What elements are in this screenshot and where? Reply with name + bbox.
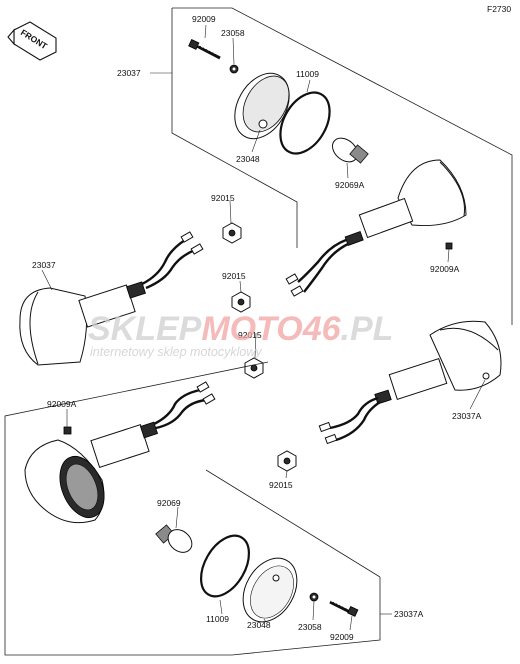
label-23037-left: 23037 [32,260,56,270]
label-92009a-right: 92009A [430,264,460,274]
part-labels: 92009 23058 23037 11009 23048 92069A 920… [32,14,482,642]
label-23058-bot: 23058 [298,622,322,632]
label-11009-bot: 11009 [206,614,229,624]
front-arrow-icon: FRONT [7,21,57,61]
label-92015-a: 92015 [211,193,235,203]
screw-bottom [329,600,359,617]
bulb-top [331,137,369,164]
label-11009-top: 11009 [296,69,319,79]
watermark-part1: SKLEP [88,310,202,348]
leader-lines [41,24,486,631]
right-lower-turn-signal [318,320,502,445]
bulb-bottom [155,524,193,553]
screw-92009a-left [63,426,72,435]
lens-top [234,72,290,140]
gasket-bottom [199,534,251,598]
nut-92015-c [244,357,264,379]
screw-92009a-right [445,242,453,250]
screw-top [188,39,221,60]
nut-92015-a [222,222,242,244]
watermark-part3: .PL [341,310,394,348]
svg-text:SKLEPMOTO46.PL: SKLEPMOTO46.PL [88,310,393,348]
label-92069: 92069 [157,498,181,508]
figure-code: F2730 [487,4,511,14]
nut-92015-d [277,450,297,472]
label-23037a-right: 23037A [452,411,482,421]
watermark: SKLEPMOTO46.PL internetowy sklep motocyk… [88,310,393,359]
label-92015-c: 92015 [238,330,262,340]
lens-bottom [242,557,298,623]
label-23058-top: 23058 [221,28,245,38]
gasket-top [279,91,331,155]
label-92015-d: 92015 [269,480,293,490]
label-92009a-left: 92009A [47,399,77,409]
label-92009-top: 92009 [192,14,216,24]
label-23037-top: 23037 [117,68,141,78]
watermark-tagline: internetowy sklep motocyklowy [90,345,262,359]
right-upper-turn-signal [285,159,467,297]
bottom-assembly-outline [4,361,381,656]
label-23037a-bot: 23037A [394,609,424,619]
nut-92015-b [231,291,251,313]
label-23048-bot: 23048 [247,620,271,630]
label-23048-top: 23048 [236,154,260,164]
left-lower-turn-signal [24,381,216,524]
top-assembly-outline [171,7,513,325]
watermark-part2: MOTO46 [201,310,341,348]
label-92069a: 92069A [335,180,365,190]
label-92015-b: 92015 [222,271,246,281]
left-upper-turn-signal [19,231,204,366]
label-92009-bot: 92009 [330,632,354,642]
